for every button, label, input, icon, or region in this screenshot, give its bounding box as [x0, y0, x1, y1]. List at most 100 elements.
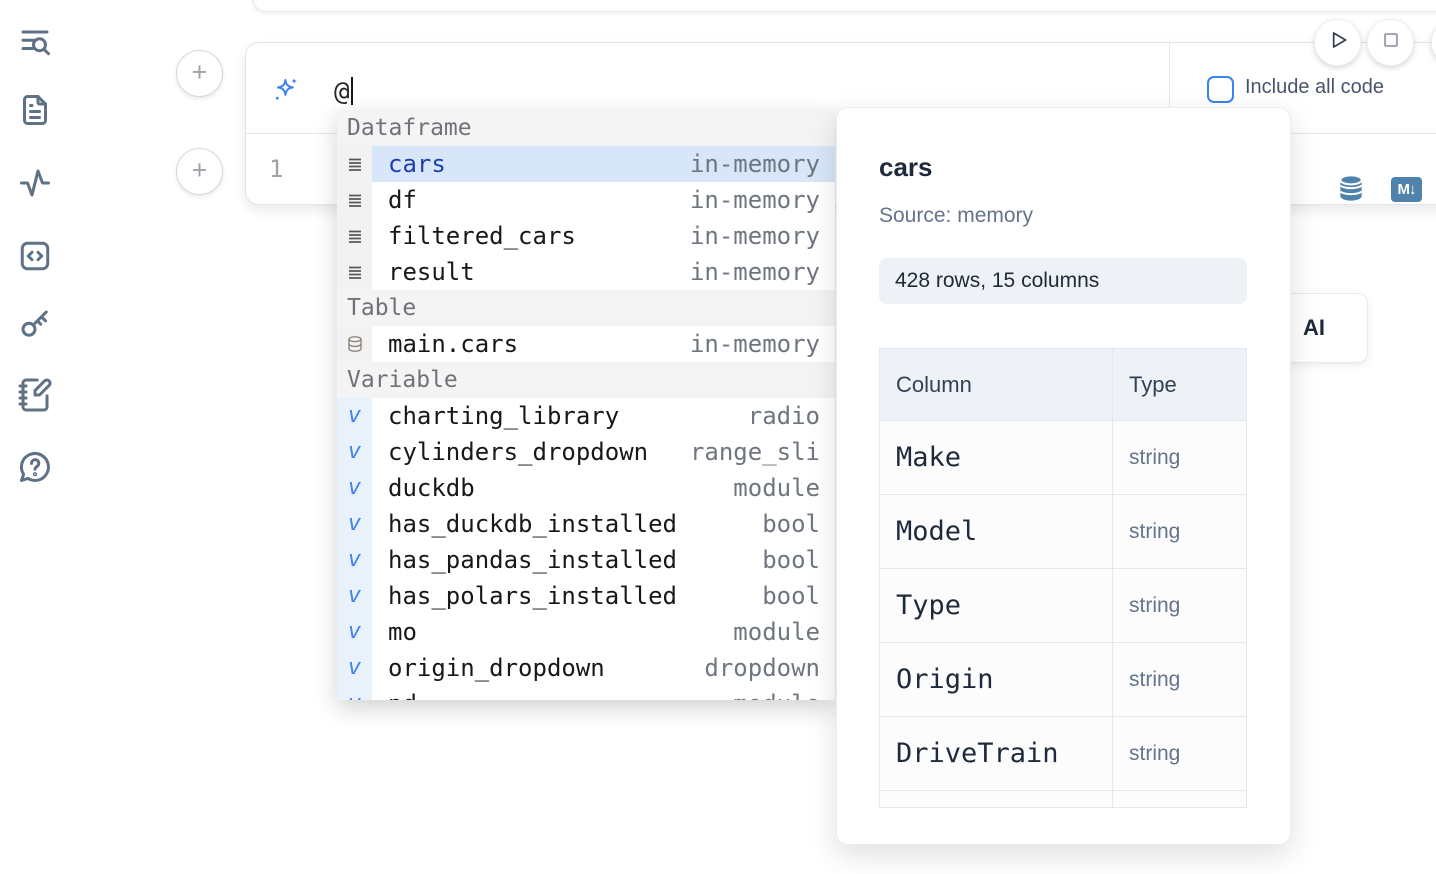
completion-type: dropdown — [704, 654, 820, 682]
schema-column-name: Origin — [896, 664, 994, 695]
table-icon — [337, 326, 372, 362]
autocomplete-item-has_duckdb_installed[interactable]: v has_duckdb_installed bool — [337, 506, 835, 542]
autocomplete-item-filtered_cars[interactable]: filtered_cars in-memory — [337, 218, 835, 254]
schema-column-type: string — [1129, 741, 1181, 765]
completion-type: bool — [762, 546, 820, 574]
include-all-code-checkbox[interactable] — [1207, 76, 1234, 103]
text-cursor — [350, 76, 354, 105]
schema-column-name: DriveTrain — [896, 738, 1059, 769]
code-cell-icon — [17, 241, 53, 278]
stop-icon — [1378, 27, 1404, 58]
completion-type: bool — [762, 510, 820, 538]
completion-type: in-memory — [689, 258, 820, 286]
line-number: 1 — [269, 155, 284, 183]
completion-type: module — [733, 618, 820, 646]
markdown-icon[interactable]: M↓ — [1391, 177, 1422, 202]
shape-badge: 428 rows, 15 columns — [879, 258, 1247, 304]
sidebar-item-files[interactable] — [17, 92, 55, 130]
add-cell-button-top[interactable]: + — [176, 50, 223, 97]
variable-icon: v — [337, 506, 372, 542]
dataframe-icon — [337, 218, 372, 254]
schema-row-DriveTrain: DriveTrain string — [880, 717, 1246, 791]
completion-name: origin_dropdown — [388, 654, 605, 682]
schema-column-name: Type — [896, 590, 962, 621]
schema-header-row: Column Type — [880, 349, 1246, 421]
scratchpad-icon — [17, 378, 53, 417]
completion-name: mo — [388, 618, 417, 646]
input-divider — [1169, 43, 1170, 133]
run-cell-button[interactable] — [1314, 19, 1361, 66]
variable-icon: v — [337, 614, 372, 650]
schema-header-column: Column — [880, 349, 1113, 420]
help-icon — [17, 452, 53, 489]
autocomplete-item-main.cars[interactable]: main.cars in-memory — [337, 326, 835, 362]
add-cell-button-bottom[interactable]: + — [176, 148, 223, 195]
variable-icon: v — [337, 686, 372, 700]
variable-icon: v — [337, 470, 372, 506]
completion-name: has_duckdb_installed — [388, 510, 677, 538]
completion-type: in-memory — [689, 330, 820, 358]
completion-name: main.cars — [388, 330, 519, 358]
stop-button[interactable] — [1367, 19, 1414, 66]
activity-icon — [17, 169, 53, 205]
preview-source: Source: memory — [879, 204, 1034, 227]
preview-title: cars — [879, 152, 933, 182]
completion-name: duckdb — [388, 474, 475, 502]
completion-name: has_pandas_installed — [388, 546, 677, 574]
dataframe-icon — [337, 182, 372, 218]
completion-name: charting_library — [388, 402, 620, 430]
completion-name: df — [388, 186, 417, 214]
completion-name: pd — [388, 690, 417, 700]
sidebar-item-secrets[interactable] — [17, 306, 55, 344]
previous-cell-edge — [252, 0, 1436, 12]
ai-assist-input-row[interactable]: @ Include all code — [246, 43, 1436, 133]
schema-header-type: Type — [1129, 371, 1177, 397]
ai-prompt-input[interactable]: @ — [334, 76, 354, 108]
dataframe-preview-panel: cars Source: memory 428 rows, 15 columns… — [836, 107, 1291, 845]
completion-type: bool — [762, 582, 820, 610]
completion-name: cylinders_dropdown — [388, 438, 649, 466]
variable-icon: v — [337, 650, 372, 686]
schema-column-type: string — [1129, 667, 1181, 691]
file-icon — [17, 95, 53, 132]
database-icon[interactable] — [1335, 172, 1367, 206]
sidebar-item-search[interactable] — [17, 23, 55, 61]
completion-type: in-memory — [689, 222, 820, 250]
schema-column-type: string — [1129, 519, 1181, 543]
ai-button-label: AI — [1303, 315, 1325, 340]
autocomplete-item-pd[interactable]: vpdmodule — [337, 686, 835, 700]
autocomplete-section-header: Variable — [337, 362, 835, 398]
autocomplete-section-header: Dataframe — [337, 110, 835, 146]
completion-name: filtered_cars — [388, 222, 576, 250]
schema-column-name: Model — [896, 516, 978, 547]
include-all-code-label: Include all code — [1245, 76, 1384, 98]
sidebar-item-activity[interactable] — [17, 165, 55, 203]
sidebar — [0, 0, 72, 874]
variable-icon: v — [337, 434, 372, 470]
completion-type: radio — [747, 402, 820, 430]
schema-row-Origin: Origin string — [880, 643, 1246, 717]
schema-row-partial — [880, 791, 1246, 807]
ai-sparkle-icon — [272, 76, 300, 104]
schema-row-Model: Model string — [880, 495, 1246, 569]
completion-type: in-memory — [689, 150, 820, 178]
sidebar-item-help[interactable] — [17, 449, 55, 487]
sidebar-item-snippets[interactable] — [17, 238, 55, 276]
sidebar-item-scratchpad[interactable] — [17, 377, 55, 415]
autocomplete-item-origin_dropdown[interactable]: v origin_dropdown dropdown — [337, 650, 835, 686]
